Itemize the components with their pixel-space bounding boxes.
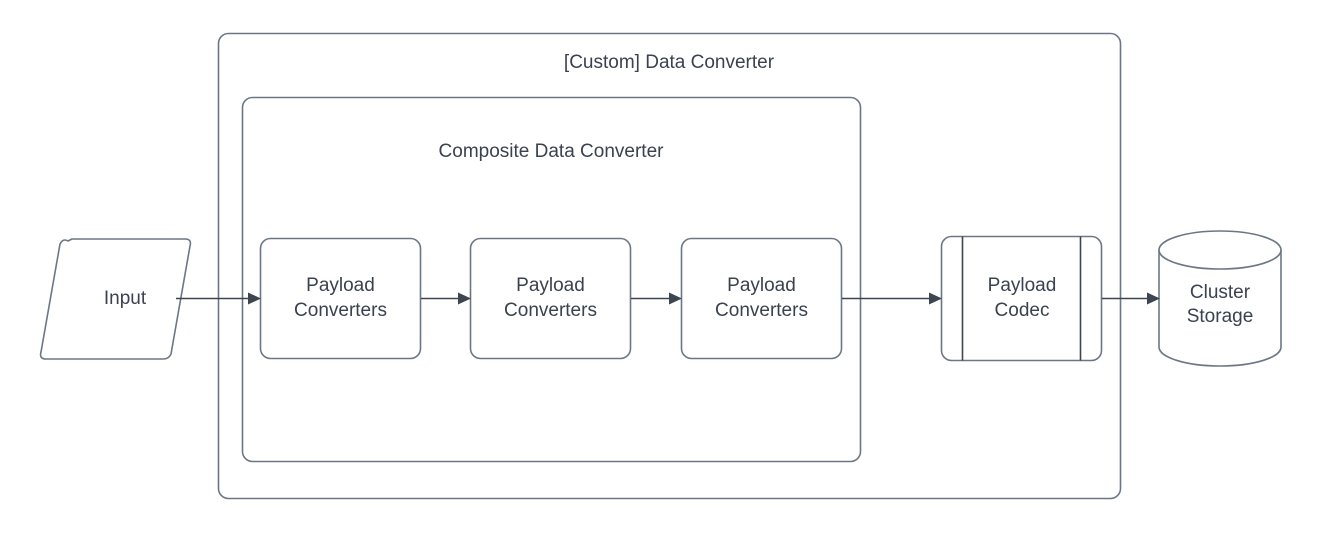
edge-codec-to-storage[interactable] [1102, 292, 1160, 305]
node-payload-converters-3-shape[interactable] [680, 237, 843, 360]
node-payload-codec-shape[interactable] [940, 235, 1103, 362]
edge-pc2-to-pc3[interactable] [631, 292, 682, 305]
node-cluster-storage-top-ellipse [1158, 230, 1282, 270]
node-cluster-storage-shape[interactable] [1158, 249, 1282, 367]
edge-pc1-to-pc2[interactable] [421, 292, 471, 305]
node-input-shape[interactable] [39, 238, 192, 360]
edge-pc3-to-codec[interactable] [842, 292, 942, 305]
node-payload-converters-1-shape[interactable] [259, 237, 422, 360]
edge-input-to-pc1[interactable] [176, 292, 261, 305]
node-payload-converters-2-shape[interactable] [469, 237, 632, 360]
container-custom-data-converter-shape[interactable] [217, 32, 1122, 500]
container-composite-data-converter-shape[interactable] [241, 96, 862, 463]
